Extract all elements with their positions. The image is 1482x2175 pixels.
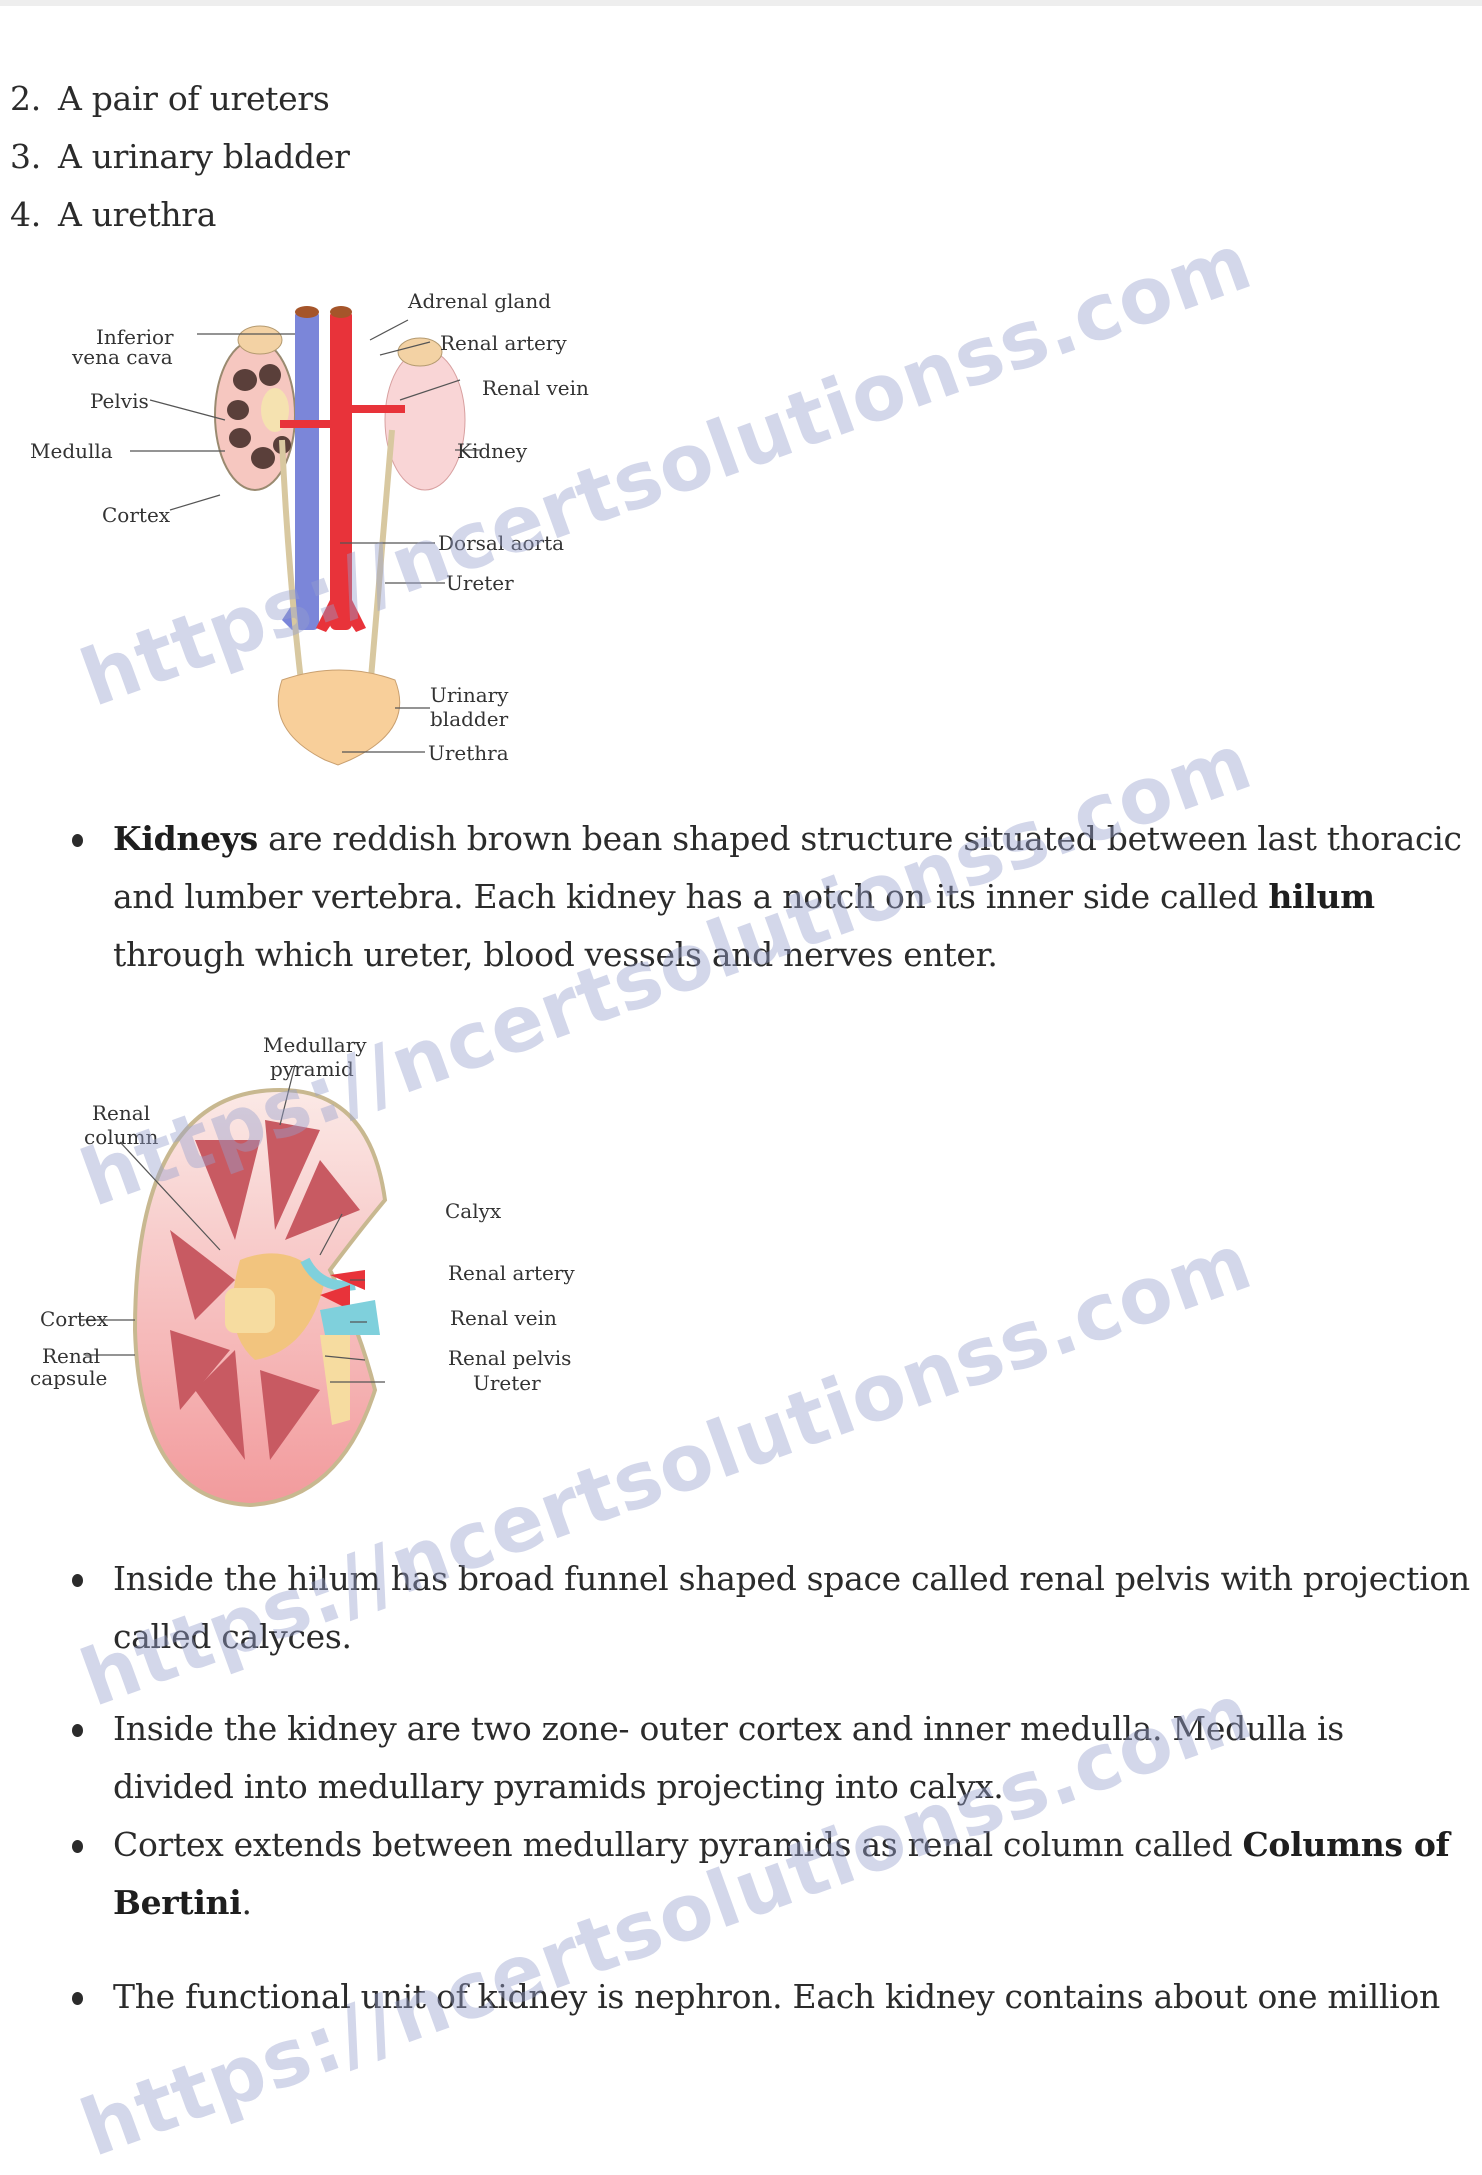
list-item: 4.A urethra [10,195,217,234]
label-pelvis: Pelvis [90,389,149,413]
svg-text:pyramid: pyramid [270,1057,354,1081]
urinary-system-diagram: Adrenal gland Inferior vena cava Renal a… [20,270,620,780]
excretory-organs-list: 2.A pair of ureters 3.A urinary bladder … [10,70,350,244]
label-medulla: Medulla [30,439,113,463]
label-medullary-pyramid: Medullary [263,1033,367,1057]
label-calyx: Calyx [445,1199,502,1223]
kidney-description-list: Kidneys are reddish brown bean shaped st… [70,810,1470,984]
label-renal-column: Renal [92,1101,150,1125]
kidney-structure-list-2: Inside the kidney are two zone- outer co… [70,1700,1470,1932]
list-item: Inside the kidney are two zone- outer co… [70,1700,1470,1816]
label-kidney: Kidney [457,439,528,463]
svg-text:vena cava: vena cava [71,345,173,369]
label-dorsal-aorta: Dorsal aorta [438,531,564,555]
label-ureter: Ureter [446,571,514,595]
kidney-structure-list-1: Inside the hilum has broad funnel shaped… [70,1550,1470,1666]
list-item: The functional unit of kidney is nephron… [70,1968,1470,2026]
label-urinary-bladder: Urinary [430,683,509,707]
kidney-section-diagram: Medullary pyramid Renal column Calyx Ren… [20,1030,620,1520]
label-cortex: Cortex [40,1307,109,1331]
label-inferior-vena-cava: Inferior [96,325,174,349]
svg-text:bladder: bladder [430,707,509,731]
list-item: Kidneys are reddish brown bean shaped st… [70,810,1470,984]
label-renal-capsule: Renal [42,1344,100,1368]
label-adrenal-gland: Adrenal gland [407,289,551,313]
label-renal-pelvis: Renal pelvis [448,1346,571,1370]
svg-text:column: column [84,1125,158,1149]
label-cortex: Cortex [102,503,171,527]
label-renal-vein: Renal vein [482,376,589,400]
top-divider [0,0,1482,6]
list-item: 2.A pair of ureters [10,79,330,118]
svg-text:capsule: capsule [30,1366,107,1390]
label-renal-vein: Renal vein [450,1306,557,1330]
label-renal-artery: Renal artery [448,1261,575,1285]
label-ureter: Ureter [473,1371,541,1395]
label-renal-artery: Renal artery [440,331,567,355]
list-item: Inside the hilum has broad funnel shaped… [70,1550,1470,1666]
label-urethra: Urethra [428,741,509,765]
list-item: 3.A urinary bladder [10,137,350,176]
list-item: Cortex extends between medullary pyramid… [70,1816,1470,1932]
kidney-structure-list-3: The functional unit of kidney is nephron… [70,1968,1470,2026]
